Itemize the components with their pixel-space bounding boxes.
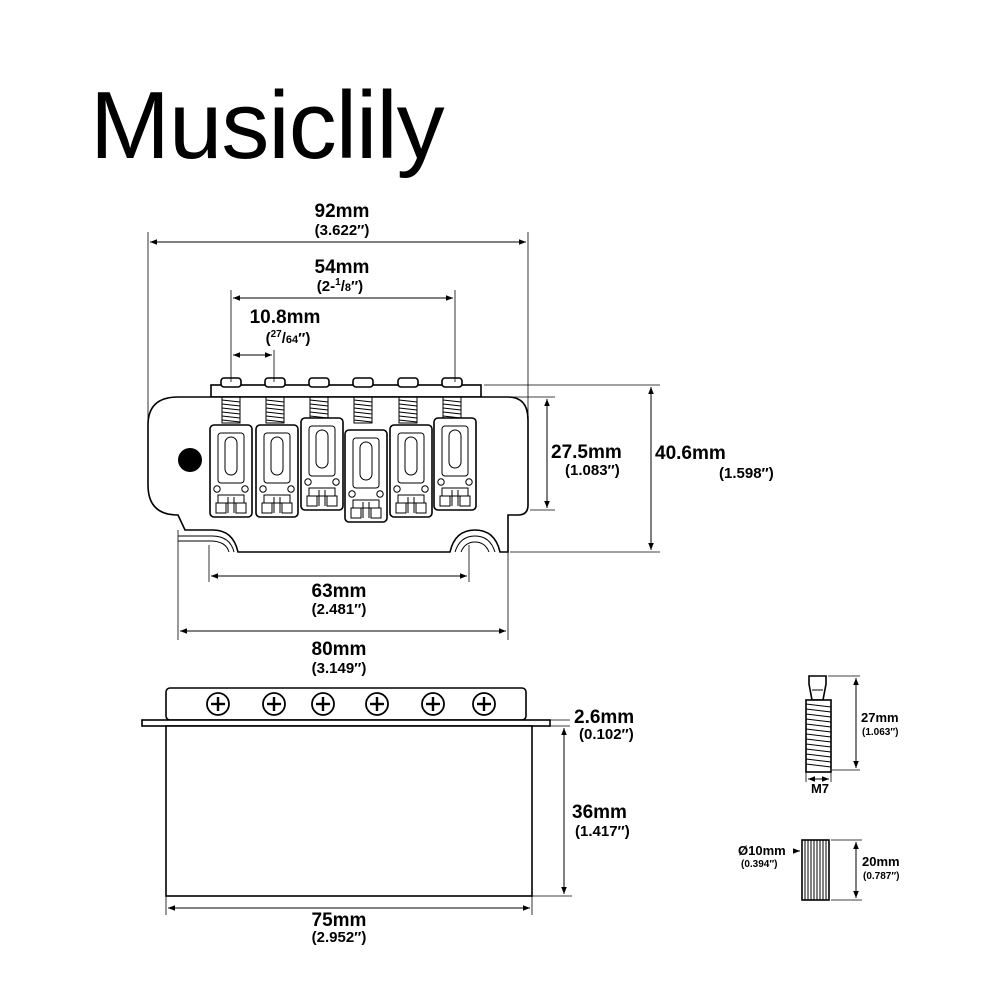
svg-text:(27/64″): (27/64″) [266, 329, 311, 347]
svg-text:(1.083″): (1.083″) [565, 462, 620, 479]
dim-bushing-length: 20mm (0.787″) [831, 839, 900, 901]
svg-text:92mm: 92mm [315, 201, 370, 222]
svg-text:(2.481″): (2.481″) [312, 601, 367, 618]
svg-text:63mm: 63mm [312, 581, 367, 602]
dim-plate-thickness: 2.6mm (0.102″) [550, 707, 634, 743]
svg-text:40.6mm: 40.6mm [655, 443, 726, 464]
front-base-plate [141, 719, 551, 727]
dim-string-spread: 54mm (2-1/8″) [230, 257, 456, 382]
dim-total-width: 92mm (3.622″) [147, 201, 529, 420]
dim-plate-depth: 40.6mm (1.598″) [484, 384, 774, 553]
svg-text:(1.598″): (1.598″) [719, 465, 774, 482]
svg-text:(2-1/8″): (2-1/8″) [317, 277, 363, 295]
svg-text:(1.417″): (1.417″) [575, 823, 630, 840]
dim-base-width: 80mm (3.149″) [177, 530, 509, 677]
dim-stud-thread: M7 [805, 772, 832, 796]
dim-block-height: 36mm (1.417″) [532, 728, 630, 897]
svg-text:54mm: 54mm [315, 257, 370, 278]
bridge-front-view [141, 687, 551, 897]
svg-text:75mm: 75mm [312, 910, 367, 931]
stud-bushing [801, 839, 830, 901]
saddles [209, 417, 477, 523]
svg-text:(3.622″): (3.622″) [315, 222, 370, 239]
dim-stud-length: 27mm (1.063″) [828, 675, 899, 771]
svg-text:20mm: 20mm [862, 854, 900, 869]
sustain-block [165, 725, 533, 897]
mounting-stud [805, 675, 832, 773]
svg-text:27mm: 27mm [861, 710, 899, 725]
svg-text:2.6mm: 2.6mm [574, 707, 634, 728]
brand-logo: Musiclily [90, 72, 445, 179]
svg-text:80mm: 80mm [312, 639, 367, 660]
svg-text:M7: M7 [811, 781, 829, 796]
svg-text:36mm: 36mm [572, 802, 627, 823]
svg-text:(0.394″): (0.394″) [741, 859, 777, 870]
svg-text:27.5mm: 27.5mm [551, 442, 622, 463]
svg-text:Ø10mm: Ø10mm [738, 843, 786, 858]
svg-text:(3.149″): (3.149″) [312, 660, 367, 677]
svg-text:(0.787″): (0.787″) [863, 871, 899, 882]
saddle-screw-heads [220, 377, 463, 388]
svg-text:(2.952″): (2.952″) [312, 929, 367, 946]
dim-string-spacing: 10.8mm (27/64″) [233, 307, 320, 382]
dim-block-width: 75mm (2.952″) [165, 896, 533, 946]
dim-saddle-depth: 27.5mm (1.083″) [478, 396, 622, 511]
bridge-rear-edge [210, 384, 482, 398]
mounting-hole-icon [178, 448, 202, 472]
dim-post-spacing: 63mm (2.481″) [208, 545, 470, 618]
svg-text:(0.102″): (0.102″) [579, 726, 634, 743]
svg-text:(1.063″): (1.063″) [862, 727, 898, 738]
svg-text:10.8mm: 10.8mm [250, 307, 321, 328]
bridge-top-view [147, 377, 529, 553]
dim-bushing-diameter: Ø10mm (0.394″) [738, 843, 800, 870]
